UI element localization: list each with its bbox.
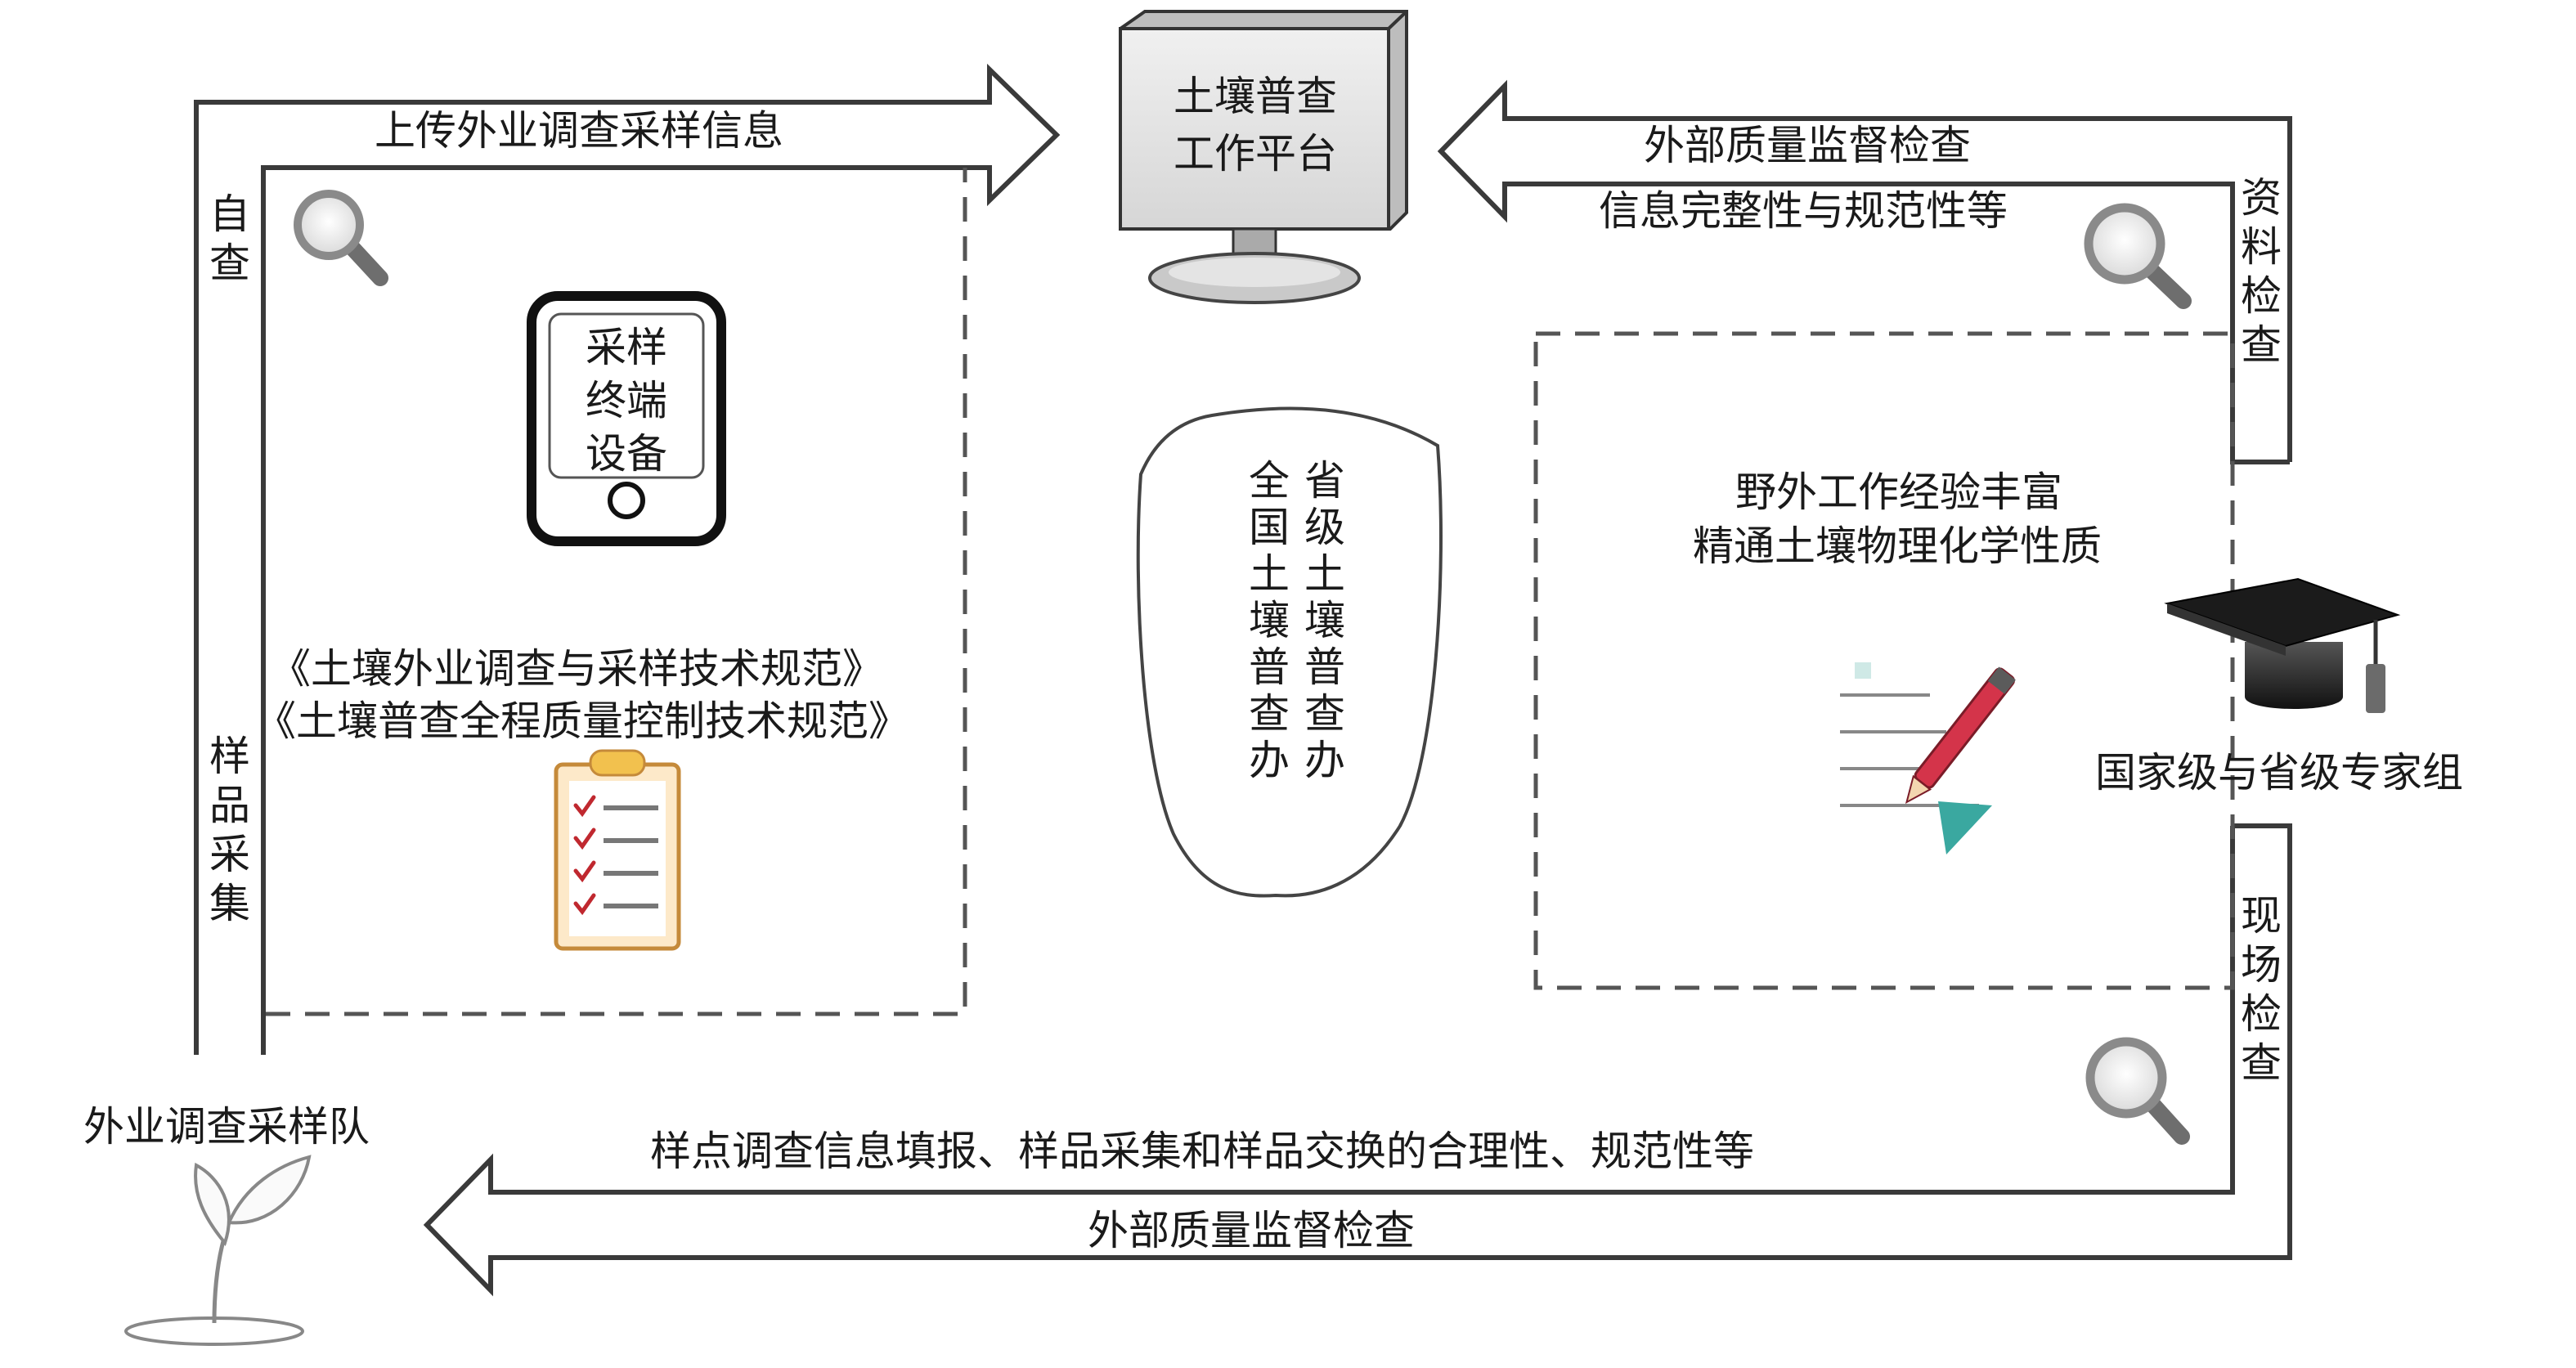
shield-text-provincial: 省级土壤普查办 [1304,457,1345,784]
expert-desc-1: 野外工作经验丰富 [1735,469,2062,516]
right-top-label-2: 信息完整性与规范性等 [1599,187,2008,235]
upload-arrow [194,63,1061,1055]
graduation-cap-icon [2164,577,2401,713]
magnifier-icon [294,190,388,286]
field-check-arrow [423,823,2292,1297]
bottom-arrow-label-2: 外部质量监督检查 [1088,1207,1415,1254]
expert-group-label: 国家级与省级专家组 [2095,749,2463,796]
data-check-label: 资料检查 [2241,174,2282,369]
bottom-arrow-label-1: 样点调查信息填报、样品采集和样品交换的合理性、规范性等 [650,1128,1754,1175]
upload-label: 上传外业调查采样信息 [375,107,783,155]
magnifier-icon [2084,203,2192,309]
document-pen-icon [1840,662,2016,854]
platform-title-line2: 工作平台 [1174,130,1337,177]
right-dashed-box [1533,331,2235,990]
terminal-label-line1: 采样 [586,324,667,371]
expert-desc-2: 精通土壤物理化学性质 [1693,523,2102,570]
magnifier-icon [2085,1037,2190,1145]
field-check-label: 现场检查 [2241,892,2282,1087]
left-dashed-box [266,168,967,1016]
platform-title-line1: 土壤普查 [1174,73,1337,120]
right-top-label-1: 外部质量监督检查 [1644,122,1971,169]
shield-text-national: 全国土壤普查办 [1249,457,1290,784]
survey-team-label: 外业调查采样队 [83,1103,370,1150]
sample-collection-label: 样品采集 [209,733,250,927]
terminal-label-line2: 终端 [586,377,667,424]
self-check-label: 自查 [209,191,250,287]
clipboard-icon [554,749,681,951]
data-check-arrow [1437,79,2292,464]
sprout-icon [124,1155,312,1346]
terminal-label-line3: 设备 [586,430,667,478]
monitor-icon [1119,10,1408,304]
tablet-icon [527,291,726,546]
spec-title-1: 《土壤外业调查与采样技术规范》 [270,645,883,693]
spec-title-2: 《土壤普查全程质量控制技术规范》 [255,697,909,745]
shield-shape [1136,406,1443,898]
